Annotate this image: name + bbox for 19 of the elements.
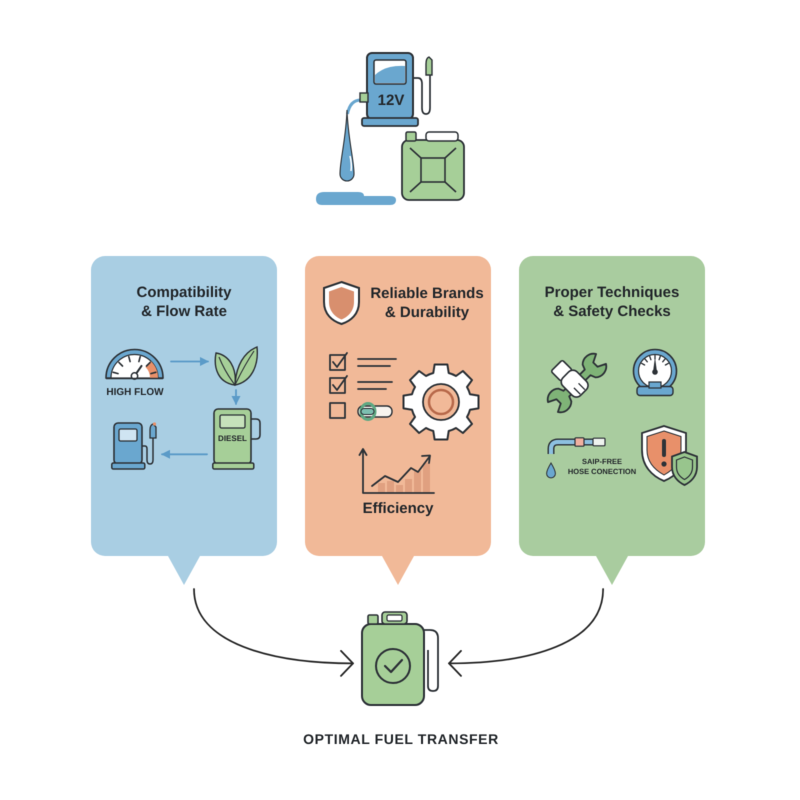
category-panel (91, 256, 277, 586)
arrow (448, 588, 604, 677)
arrow (193, 588, 354, 677)
icon-caption: HIGH FLOW (106, 387, 164, 399)
category-panel (519, 256, 705, 586)
panel-title: Reliable Brands & Durability (370, 284, 484, 322)
arrow (170, 357, 209, 366)
fuel-pump-icon (111, 420, 157, 470)
voltage-label: 12V (378, 92, 404, 110)
arrow (232, 389, 240, 405)
category-panel (305, 256, 491, 586)
chart-caption: Efficiency (362, 500, 434, 518)
node-caption: OPTIMAL FUEL TRANSFER (303, 731, 499, 748)
arrow (161, 450, 208, 459)
pump-label: DIESEL (218, 434, 247, 444)
leaf-icon (213, 344, 259, 387)
panel-title: Compatibility & Flow Rate (136, 283, 232, 321)
jerry-can-icon (360, 610, 442, 707)
panel-title: Proper Techniques & Safety Checks (544, 283, 680, 321)
